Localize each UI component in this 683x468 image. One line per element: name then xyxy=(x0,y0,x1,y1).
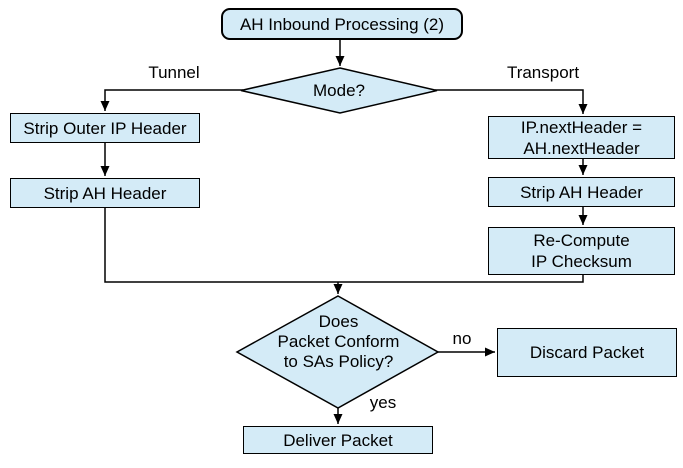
mode-decision-diamond xyxy=(240,67,438,114)
edge-mode-to-strip-outer-tunnel xyxy=(100,89,243,111)
node-strip-outer-ip-header: Strip Outer IP Header xyxy=(10,113,200,143)
edge-tunnel-branch-to-merge xyxy=(104,208,338,283)
policy-decision-label: Does Packet Conform to SAs Policy? xyxy=(277,312,400,371)
node-discard-packet: Discard Packet xyxy=(497,328,677,377)
edge-label-transport: Transport xyxy=(506,63,580,82)
node-start: AH Inbound Processing (2) xyxy=(221,8,463,40)
policy-decision-diamond xyxy=(235,295,440,409)
node-set-next-header: IP.nextHeader = AH.nextHeader xyxy=(488,116,675,159)
edge-label-yes: yes xyxy=(369,393,397,412)
edge-mode-to-set-next-header-transport xyxy=(435,89,588,114)
mode-decision-label: Mode? xyxy=(313,80,365,100)
edge-transport-branch-to-merge xyxy=(338,275,584,283)
node-strip-ah-header-tunnel: Strip AH Header xyxy=(10,178,200,208)
node-strip-ah-header-transport: Strip AH Header xyxy=(488,177,675,207)
node-recompute-ip-checksum: Re-Compute IP Checksum xyxy=(488,227,675,275)
edge-label-tunnel: Tunnel xyxy=(148,63,200,82)
node-deliver-packet: Deliver Packet xyxy=(243,426,433,454)
edge-label-no: no xyxy=(452,329,472,348)
